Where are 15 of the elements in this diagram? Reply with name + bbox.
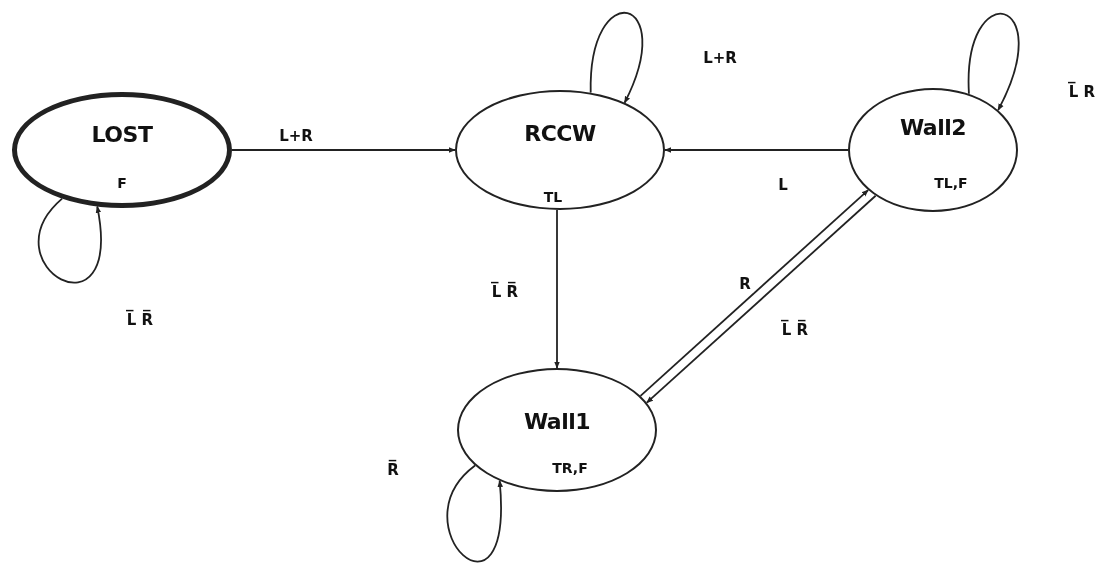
state-name: RCCW: [524, 123, 596, 145]
self-loop-arrow: [589, 12, 644, 104]
arrow: [231, 147, 456, 153]
self-loop-arrow: [968, 13, 1020, 112]
state-name: Wall2: [899, 117, 967, 139]
state-output: F: [117, 176, 127, 190]
state-output: TL,F: [934, 176, 968, 190]
state-output: TR,F: [552, 461, 588, 475]
self-loop-arrow: [446, 464, 503, 562]
state-output: TL: [543, 190, 563, 204]
state-name: LOST: [91, 124, 153, 146]
arrow: [554, 209, 560, 369]
state-name: Wall1: [523, 411, 591, 433]
self-loop-arrow: [38, 197, 102, 284]
arrow: [664, 147, 849, 153]
